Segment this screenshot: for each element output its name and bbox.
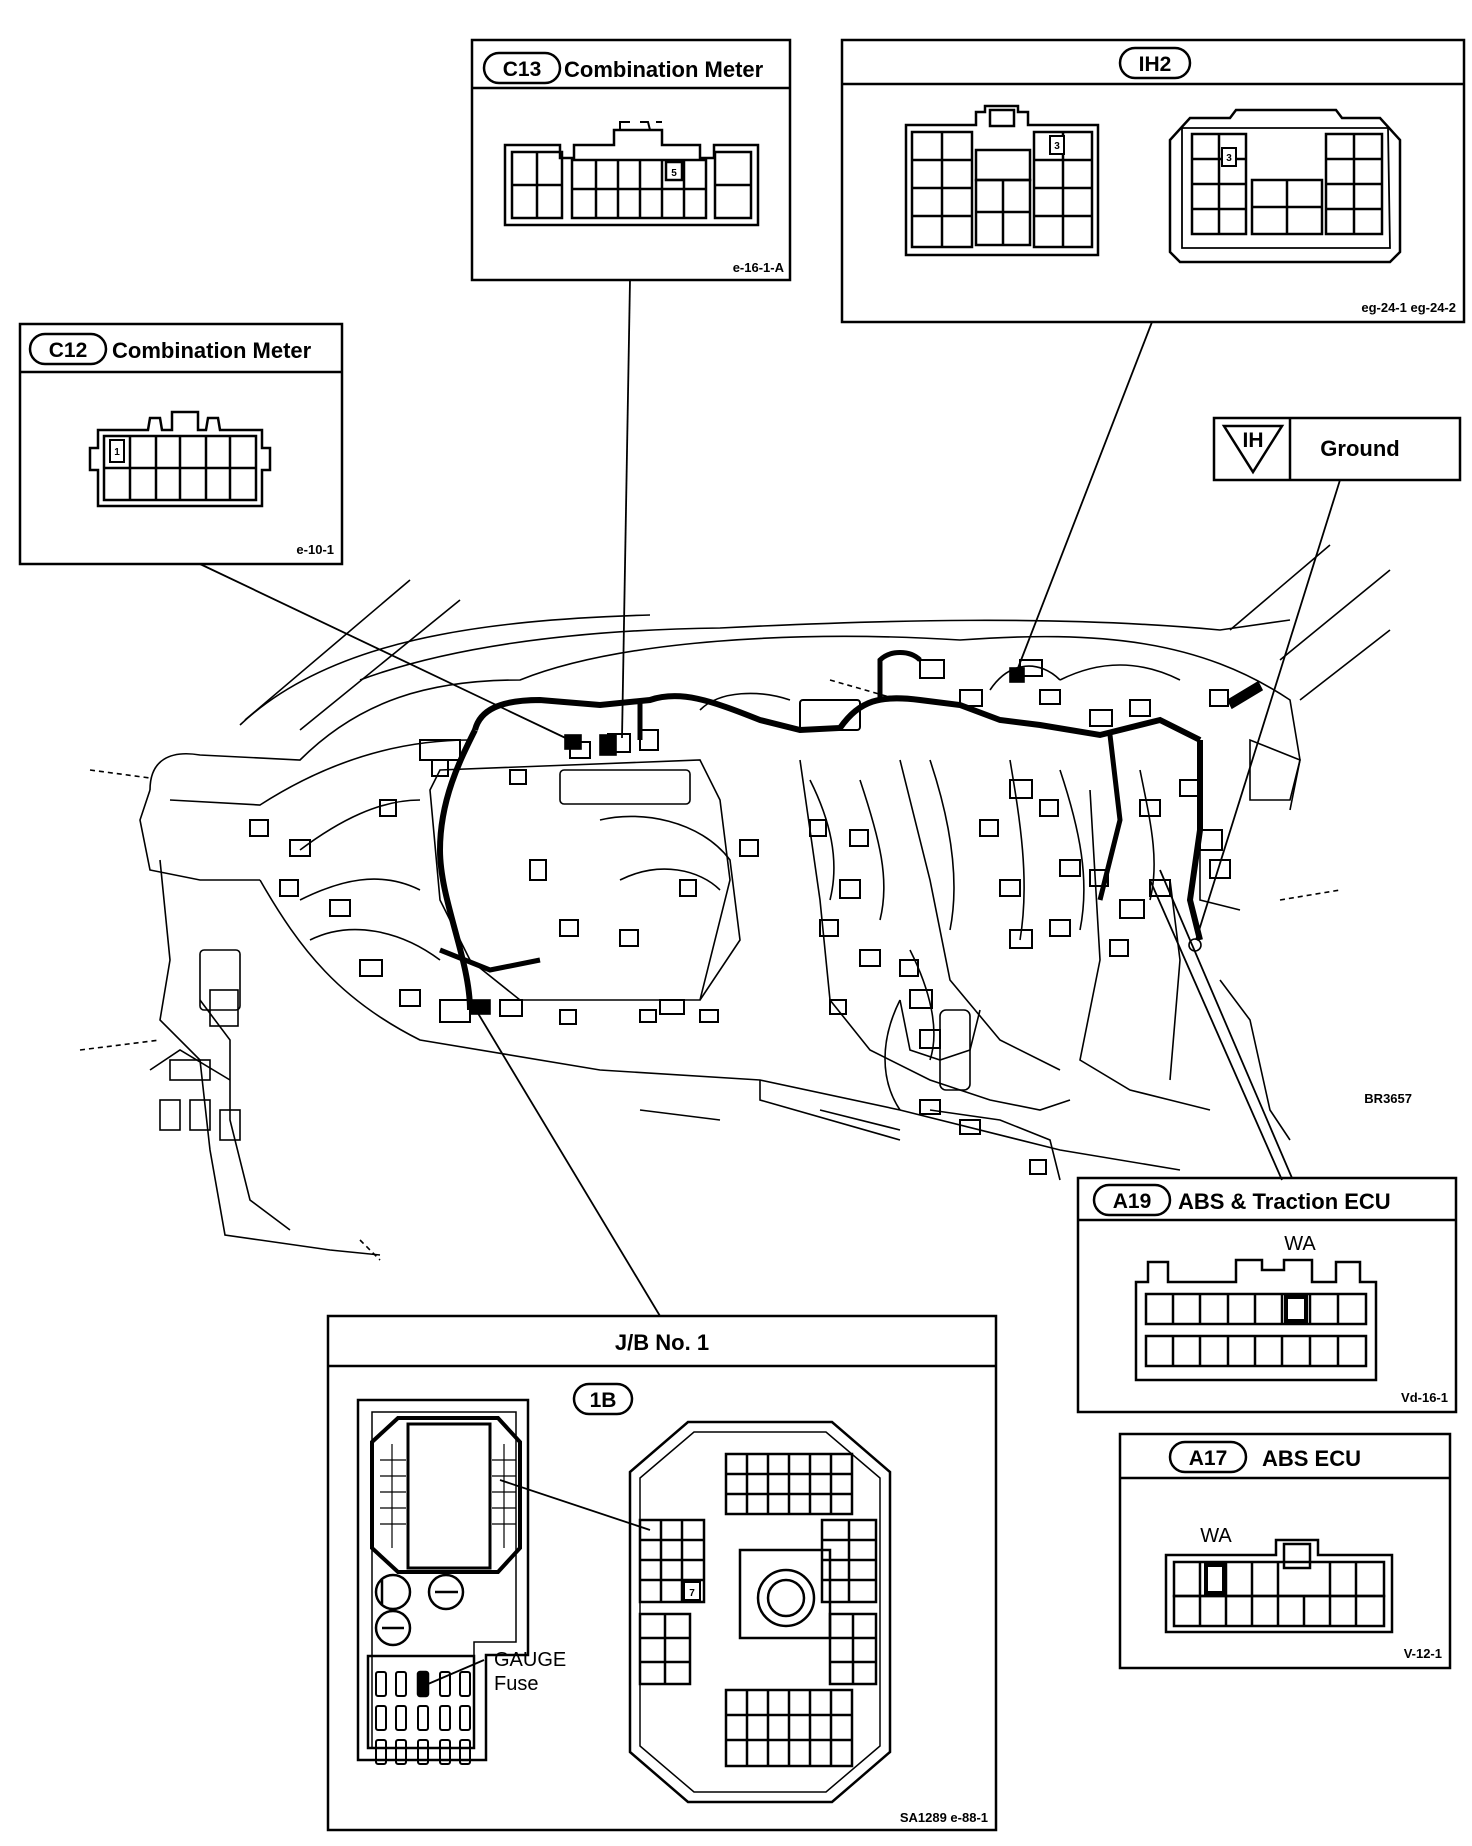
c12-title: Combination Meter [112,338,312,363]
jb-title: J/B No. 1 [615,1330,709,1355]
a19-code: A19 [1113,1190,1152,1213]
c13-ref: e-16-1-A [733,260,785,275]
c13-connector-face: 5 [503,121,760,227]
instrument-panel-illustration [79,544,1391,1261]
c12-pin-number: 1 [114,447,120,458]
c13-pin-number: 5 [671,168,677,179]
a19-title: ABS & Traction ECU [1178,1189,1391,1214]
a19-terminal-label: WA [1284,1233,1316,1255]
a17-connector-face [1164,1538,1394,1634]
a17-ref: V-12-1 [1404,1646,1442,1661]
diagram-ref: BR3657 [1364,1091,1412,1106]
a17-title: ABS ECU [1262,1446,1361,1471]
ground-box: IH Ground [1212,416,1462,482]
ih2-left-pin: 3 [1054,141,1060,152]
ih2-left-connector: 3 [904,104,1100,257]
junction-block [356,1398,530,1765]
a19-ref: Vd-16-1 [1401,1390,1448,1405]
gauge-fuse-label-line1: GAUGE [494,1649,566,1671]
c13-connector-box: C13 Combination Meter 5 [470,38,792,282]
c12-ref: e-10-1 [296,542,334,557]
jb-connector-code: 1B [590,1389,617,1412]
a19-connector-box: A19 ABS & Traction ECU WA [1076,1176,1458,1414]
a17-code: A17 [1189,1447,1228,1470]
c12-connector-face: 1 [88,410,272,508]
a19-connector-face [1134,1258,1378,1382]
ground-code: IH [1243,429,1264,452]
ih2-right-pin: 3 [1226,153,1232,164]
jb-ref: SA1289 e-88-1 [900,1810,988,1825]
c13-code: C13 [503,58,542,81]
jb-pin-number: 7 [689,1588,695,1599]
jb-no1-box: J/B No. 1 1B [326,1314,998,1832]
ground-title: Ground [1320,436,1399,461]
ih2-ref: eg-24-1 eg-24-2 [1361,300,1456,315]
leader-lines [199,279,1341,1317]
gauge-fuse-label-line2: Fuse [494,1673,538,1695]
c12-code: C12 [49,339,88,362]
a17-connector-box: A17 ABS ECU WA [1118,1432,1452,1670]
ih2-code: IH2 [1139,53,1172,76]
c12-connector-box: C12 Combination Meter 1 e-10-1 [18,322,344,566]
jb-1b-connector: 7 [628,1420,892,1804]
ih2-connector-box: IH2 3 [840,38,1466,324]
a17-terminal-label: WA [1200,1525,1232,1547]
ih2-right-connector: 3 [1168,108,1402,264]
c13-title: Combination Meter [564,57,764,82]
